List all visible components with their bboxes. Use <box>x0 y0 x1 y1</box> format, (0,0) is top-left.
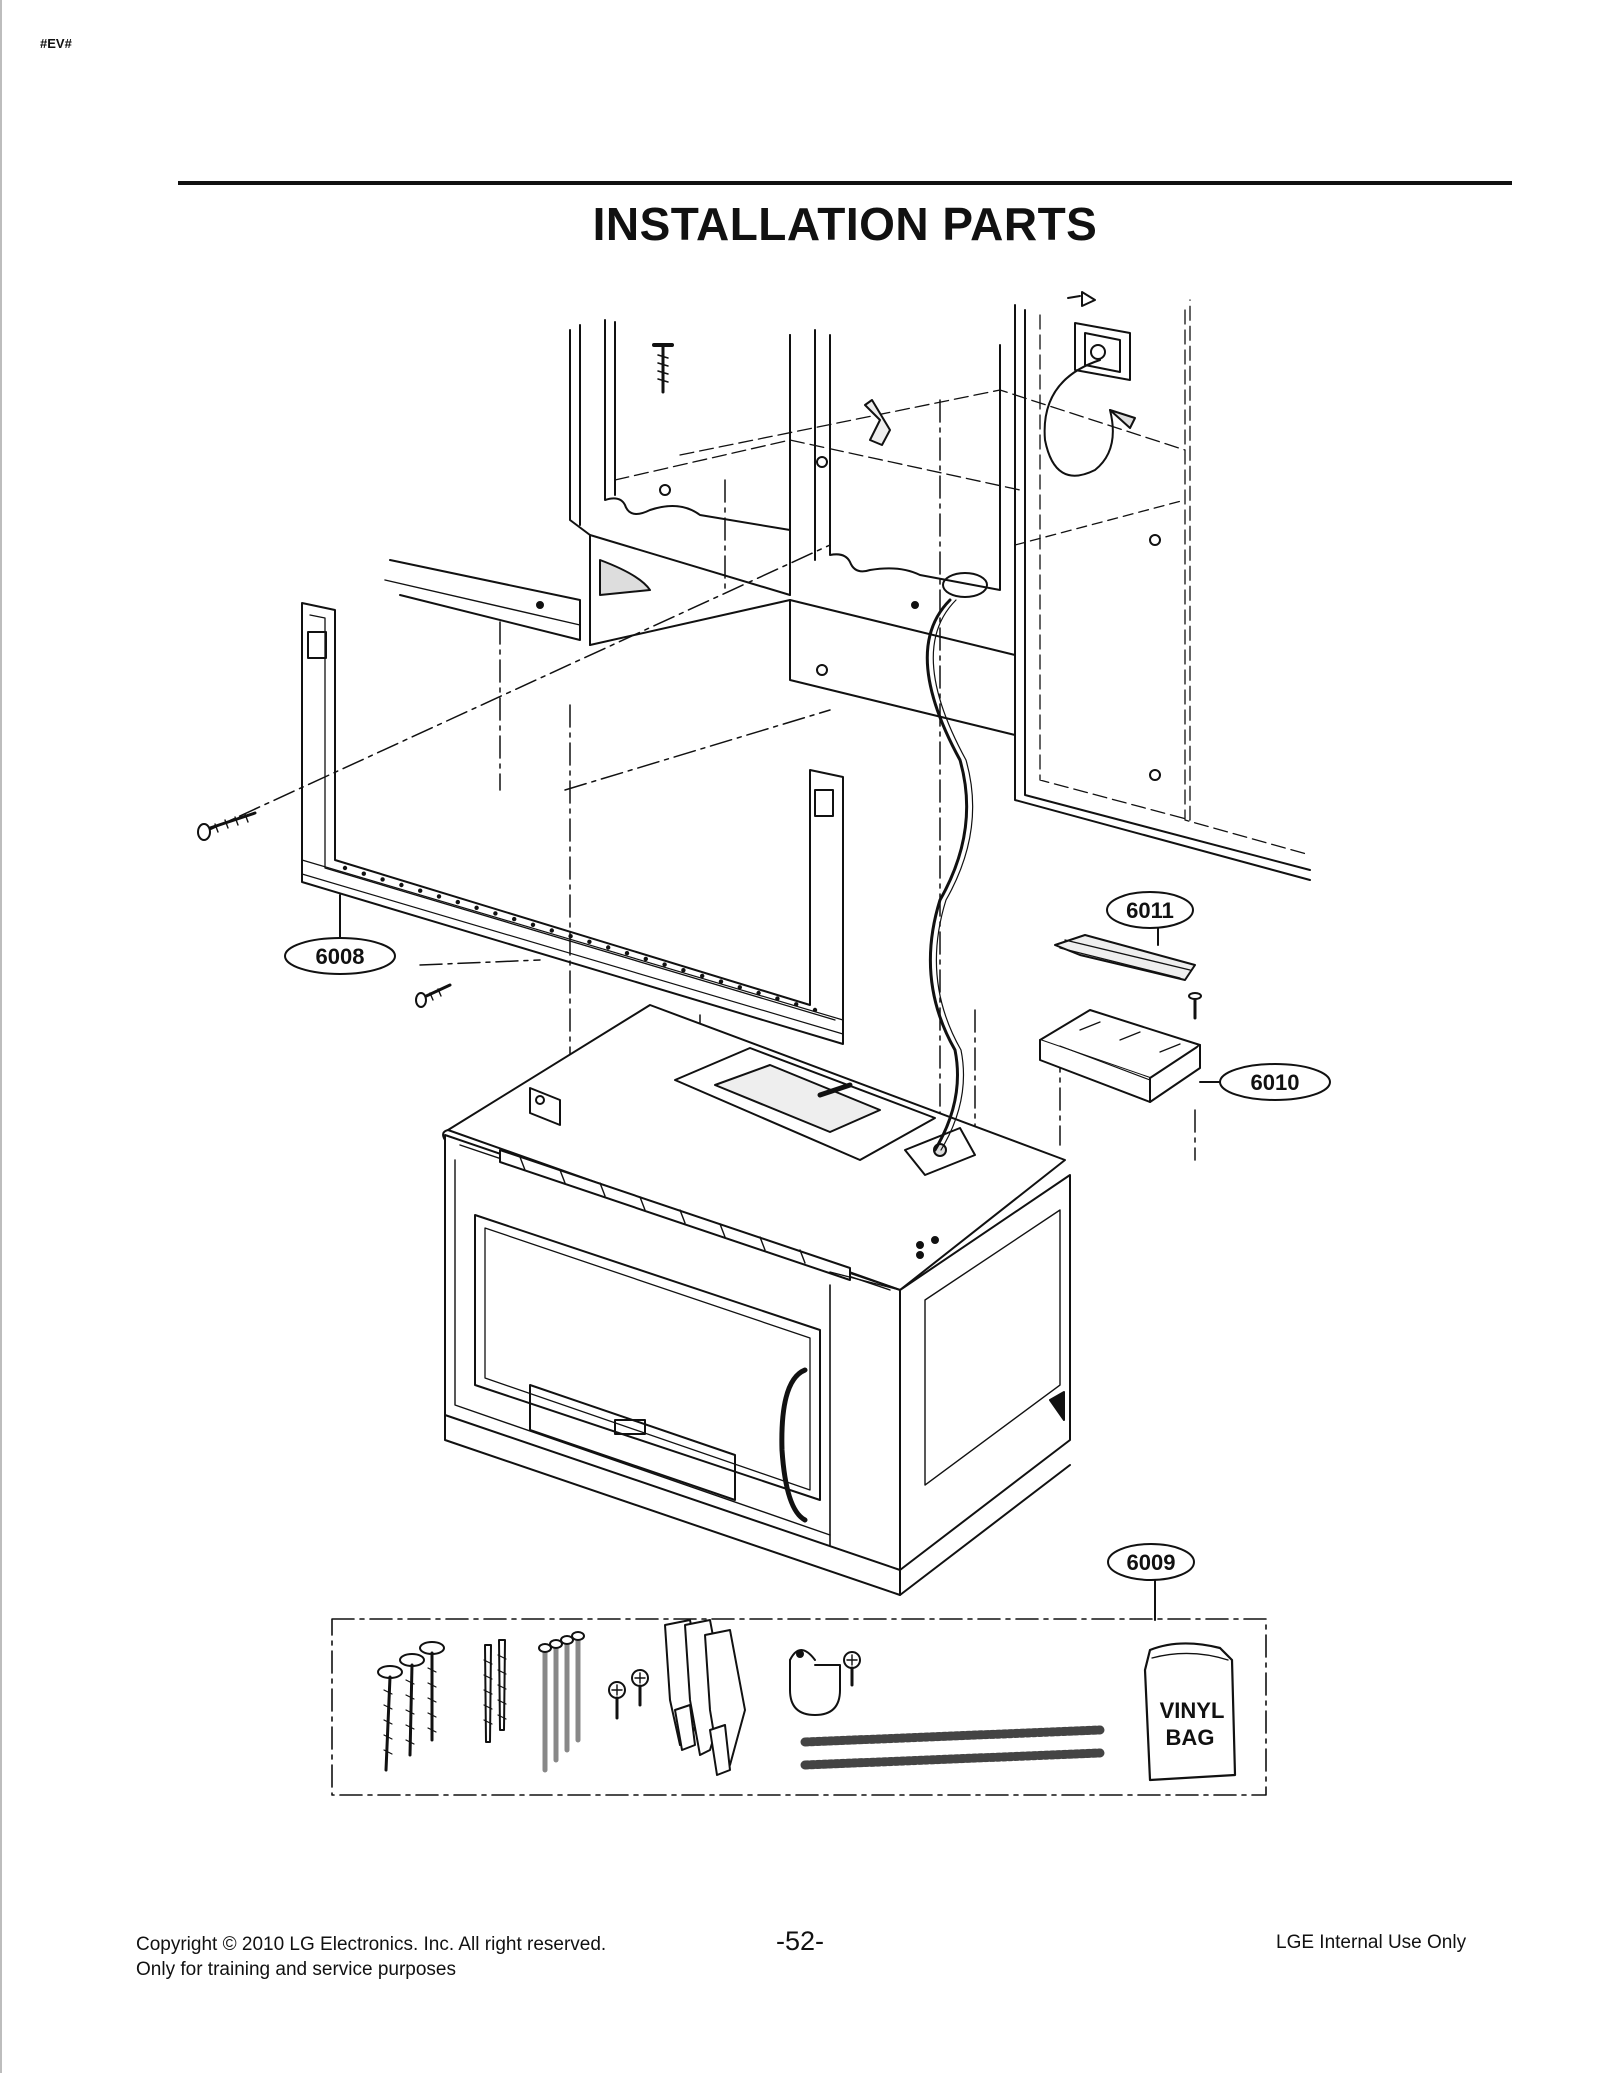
plate-hole <box>643 956 648 962</box>
wall-screw-icon <box>415 983 452 1008</box>
wall-outlet <box>1043 291 1136 477</box>
vinyl-bag-line2: BAG <box>1166 1725 1215 1750</box>
duct-adapter <box>1054 934 1196 981</box>
vinyl-bag-line1: VINYL <box>1160 1698 1225 1723</box>
toggle-bolt-icon <box>864 399 891 446</box>
callout-6009-label: 6009 <box>1127 1550 1176 1575</box>
title-rule <box>178 181 1512 185</box>
plate-hole <box>455 899 460 905</box>
vinyl-bag-icon: VINYL BAG <box>1143 1642 1237 1782</box>
plate-hole <box>775 996 780 1001</box>
page-edge <box>0 0 2 2073</box>
document-tag: #EV# <box>40 36 72 51</box>
plate-hole <box>606 945 611 950</box>
long-screw-icon <box>377 1665 403 1772</box>
plate-hole <box>380 877 385 882</box>
mounting-plate <box>301 602 844 1045</box>
toggle-wing-icon <box>664 1619 746 1776</box>
plate-hole <box>399 882 404 888</box>
plate-hole <box>756 990 761 996</box>
screw-icon <box>652 343 674 394</box>
microwave-oven <box>442 1004 1071 1596</box>
cable-clamp-icon <box>789 1649 861 1716</box>
plate-hole <box>342 865 348 871</box>
internal-use-text: LGE Internal Use Only <box>1276 1932 1467 1953</box>
plate-hole <box>812 1007 818 1013</box>
plate-hole <box>700 973 705 979</box>
exhaust-damper <box>1039 1009 1201 1103</box>
long-screw-icon <box>399 1653 425 1757</box>
plate-hole <box>737 985 742 990</box>
plate-hole <box>681 968 686 973</box>
plate-hole <box>474 905 479 910</box>
training-text: Only for training and service purposes <box>136 1959 456 1980</box>
page-title: INSTALLATION PARTS <box>592 198 1098 250</box>
wood-screw-icon <box>497 1639 507 1731</box>
copyright-text: Copyright © 2010 LG Electronics. Inc. Al… <box>136 1934 607 1955</box>
plate-hole <box>493 911 498 916</box>
callout-6009: 6009 <box>1107 1543 1195 1621</box>
wall-anchor-icon <box>538 1631 585 1773</box>
plate-hole <box>512 916 517 922</box>
power-cord <box>925 598 969 1152</box>
plate-hole <box>436 894 442 899</box>
plate-hole <box>718 979 724 984</box>
callout-6011: 6011 <box>1106 891 1194 946</box>
plate-hole <box>794 1002 799 1007</box>
plate-hole <box>549 928 554 933</box>
mounting-plate-holes <box>342 865 818 1013</box>
callout-6010: 6010 <box>1199 1063 1331 1101</box>
plate-hole <box>418 888 423 893</box>
plate-hole <box>568 934 573 939</box>
power-cord-edge <box>932 599 974 1151</box>
plate-hole <box>587 939 592 944</box>
callout-6010-label: 6010 <box>1251 1070 1300 1095</box>
damper-screw-icon <box>1188 992 1202 1020</box>
foam-strip-icon <box>800 1725 1105 1770</box>
small-screw-icon <box>608 1669 649 1720</box>
footer-left: Copyright © 2010 LG Electronics. Inc. Al… <box>136 1932 606 1982</box>
long-screw-icon <box>419 1641 445 1742</box>
hardware-kit: VINYL BAG <box>331 1618 1267 1796</box>
plate-hole <box>662 962 667 967</box>
callout-6008: 6008 <box>284 894 396 975</box>
plate-hole <box>361 871 366 876</box>
cord-hole <box>942 572 988 598</box>
wood-screw-icon <box>483 1644 493 1743</box>
plate-hole <box>624 951 630 956</box>
plate-hole <box>530 922 536 927</box>
wall-screw-icon <box>197 811 257 841</box>
callout-6008-label: 6008 <box>316 944 365 969</box>
callout-6011-label: 6011 <box>1126 898 1174 923</box>
page-number: -52- <box>776 1926 825 1956</box>
upper-cabinets <box>384 299 1311 881</box>
